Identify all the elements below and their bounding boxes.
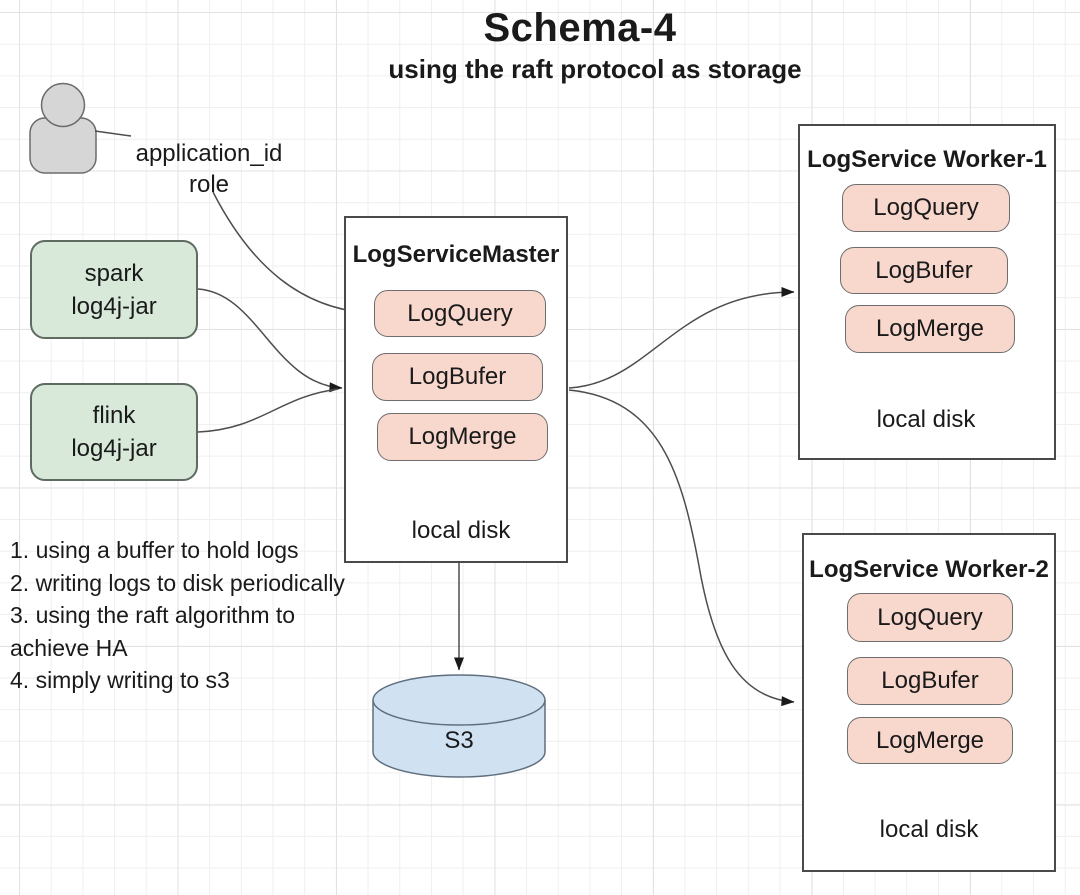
actor-callout-line [94,130,132,137]
worker1-chip-logbufer: LogBufer [840,247,1008,294]
master-chip-logquery: LogQuery [374,290,546,337]
worker1-disk-label: local disk [876,406,976,433]
spark-label-line2: log4j-jar [71,292,157,320]
actor-label: application_id role [118,138,300,200]
master-chip-logbufer: LogBufer [372,353,543,401]
worker1-chip-logmerge: LogMerge [845,305,1015,353]
note-2: 2. writing logs to disk periodically [10,569,345,596]
worker2-disk-label: local disk [879,816,979,843]
page-title: Schema-4 [483,6,677,50]
flink-label-line1: flink [92,402,136,429]
master-chip-logmerge: LogMerge [377,413,548,461]
notes-list: 1. using a buffer to hold logs 2. writin… [10,534,358,697]
worker1-chip-logquery: LogQuery [842,184,1010,232]
arrow-master-to-worker2 [568,389,795,707]
node-flink: flink log4j-jar [30,383,198,481]
arrow-flink-to-master [197,388,339,433]
master-title: LogServiceMaster [352,241,560,268]
note-3: 3. using the raft algorithm to achieve H… [10,602,296,661]
s3-cylinder [372,674,546,778]
arrow-master-to-worker1 [568,287,795,389]
actor-label-line2: role [188,171,230,198]
worker2-chip-logbufer: LogBufer [847,657,1013,705]
flink-label-line2: log4j-jar [71,435,157,462]
worker1-title: LogService Worker-1 [807,146,1047,173]
note-4: 4. simply writing to s3 [10,667,230,693]
user-icon [29,82,97,174]
worker2-title: LogService Worker-2 [809,556,1049,583]
s3-label: S3 [444,727,474,754]
node-spark: spark log4j-jar [30,240,198,339]
page-subtitle: using the raft protocol as storage [388,54,802,84]
note-1: 1. using a buffer to hold logs [10,537,299,563]
worker2-chip-logquery: LogQuery [847,593,1013,642]
actor-label-line1: application_id [135,140,283,167]
arrow-spark-to-master [197,288,343,393]
master-disk-label: local disk [411,517,511,544]
worker2-chip-logmerge: LogMerge [847,717,1013,764]
spark-label-line1: spark [84,259,144,287]
